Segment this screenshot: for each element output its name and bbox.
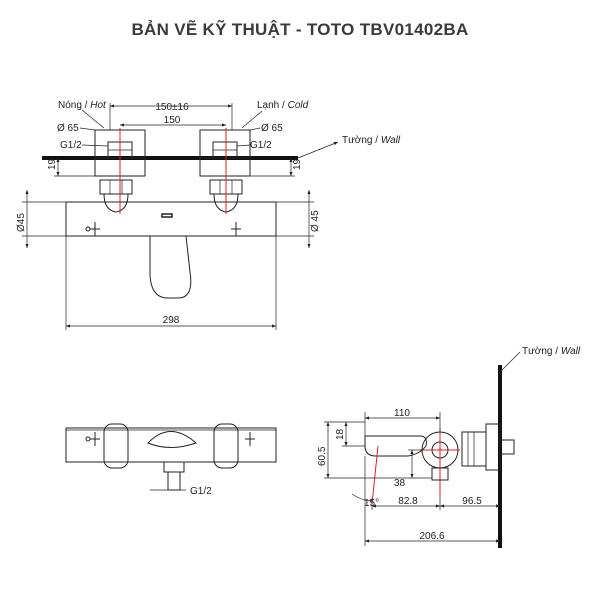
dim-width: 298 — [163, 315, 180, 326]
bottom-view: G1/2 — [65, 423, 277, 497]
dim-wall-offset-right: 19 — [292, 158, 303, 170]
side-pipe — [499, 439, 515, 455]
spout-front — [149, 235, 192, 299]
dim-dia-left: Ø45 — [16, 213, 27, 232]
dim-wall-offset-left: 19 — [47, 158, 58, 170]
hot-label: Nóng / Hot — [58, 100, 107, 111]
dim-height: 60.5 — [317, 446, 328, 466]
dim-thread-bottom: G1/2 — [190, 486, 212, 497]
side-inlet — [431, 467, 449, 481]
dim-thread-left: G1/2 — [60, 140, 82, 151]
dim-dia-right: Ø 45 — [310, 210, 321, 232]
dim-spout-height: 18 — [335, 428, 346, 440]
dim-angle: 15° — [364, 498, 379, 509]
wall-leader-front — [297, 141, 339, 159]
dim-total-depth: 206.6 — [419, 531, 444, 542]
front-view: Tường / Wall 150±16 — [16, 100, 401, 330]
dim-spout-to-center: 82.8 — [398, 496, 418, 507]
valve-body — [65, 201, 277, 237]
handle-left — [103, 423, 129, 469]
dim-flange-left: Ø 65 — [57, 123, 79, 134]
side-spout — [364, 435, 427, 457]
dim-flange-right: Ø 65 — [261, 123, 283, 134]
body-bottom-view — [65, 427, 277, 463]
dim-center: 150 — [164, 115, 181, 126]
offset-right — [199, 157, 251, 177]
inlet-pipe — [167, 471, 181, 491]
cold-label: Lạnh / Cold — [257, 100, 309, 111]
nut-left — [99, 179, 133, 195]
dim-inlet-offset: 38 — [394, 478, 406, 489]
dim-thread-right: G1/2 — [250, 140, 272, 151]
logo-mark — [161, 213, 173, 218]
dim-center-tol: 150±16 — [155, 102, 189, 113]
inlet-nut — [163, 461, 185, 473]
side-view: Tường / Wall 110 60.5 18 38 — [317, 346, 581, 548]
dim-spout-reach: 110 — [394, 408, 410, 419]
wall-label-side: Tường / Wall — [522, 346, 581, 357]
flange-right — [199, 129, 251, 159]
dim-center-to-wall: 96.5 — [462, 496, 482, 507]
handle-right — [213, 423, 239, 469]
spout-top — [147, 431, 197, 448]
side-flange — [485, 423, 501, 471]
drawing-title: BẢN VẼ KỸ THUẬT - TOTO TBV01402BA — [131, 20, 469, 39]
wall-label-front: Tường / Wall — [342, 135, 401, 146]
